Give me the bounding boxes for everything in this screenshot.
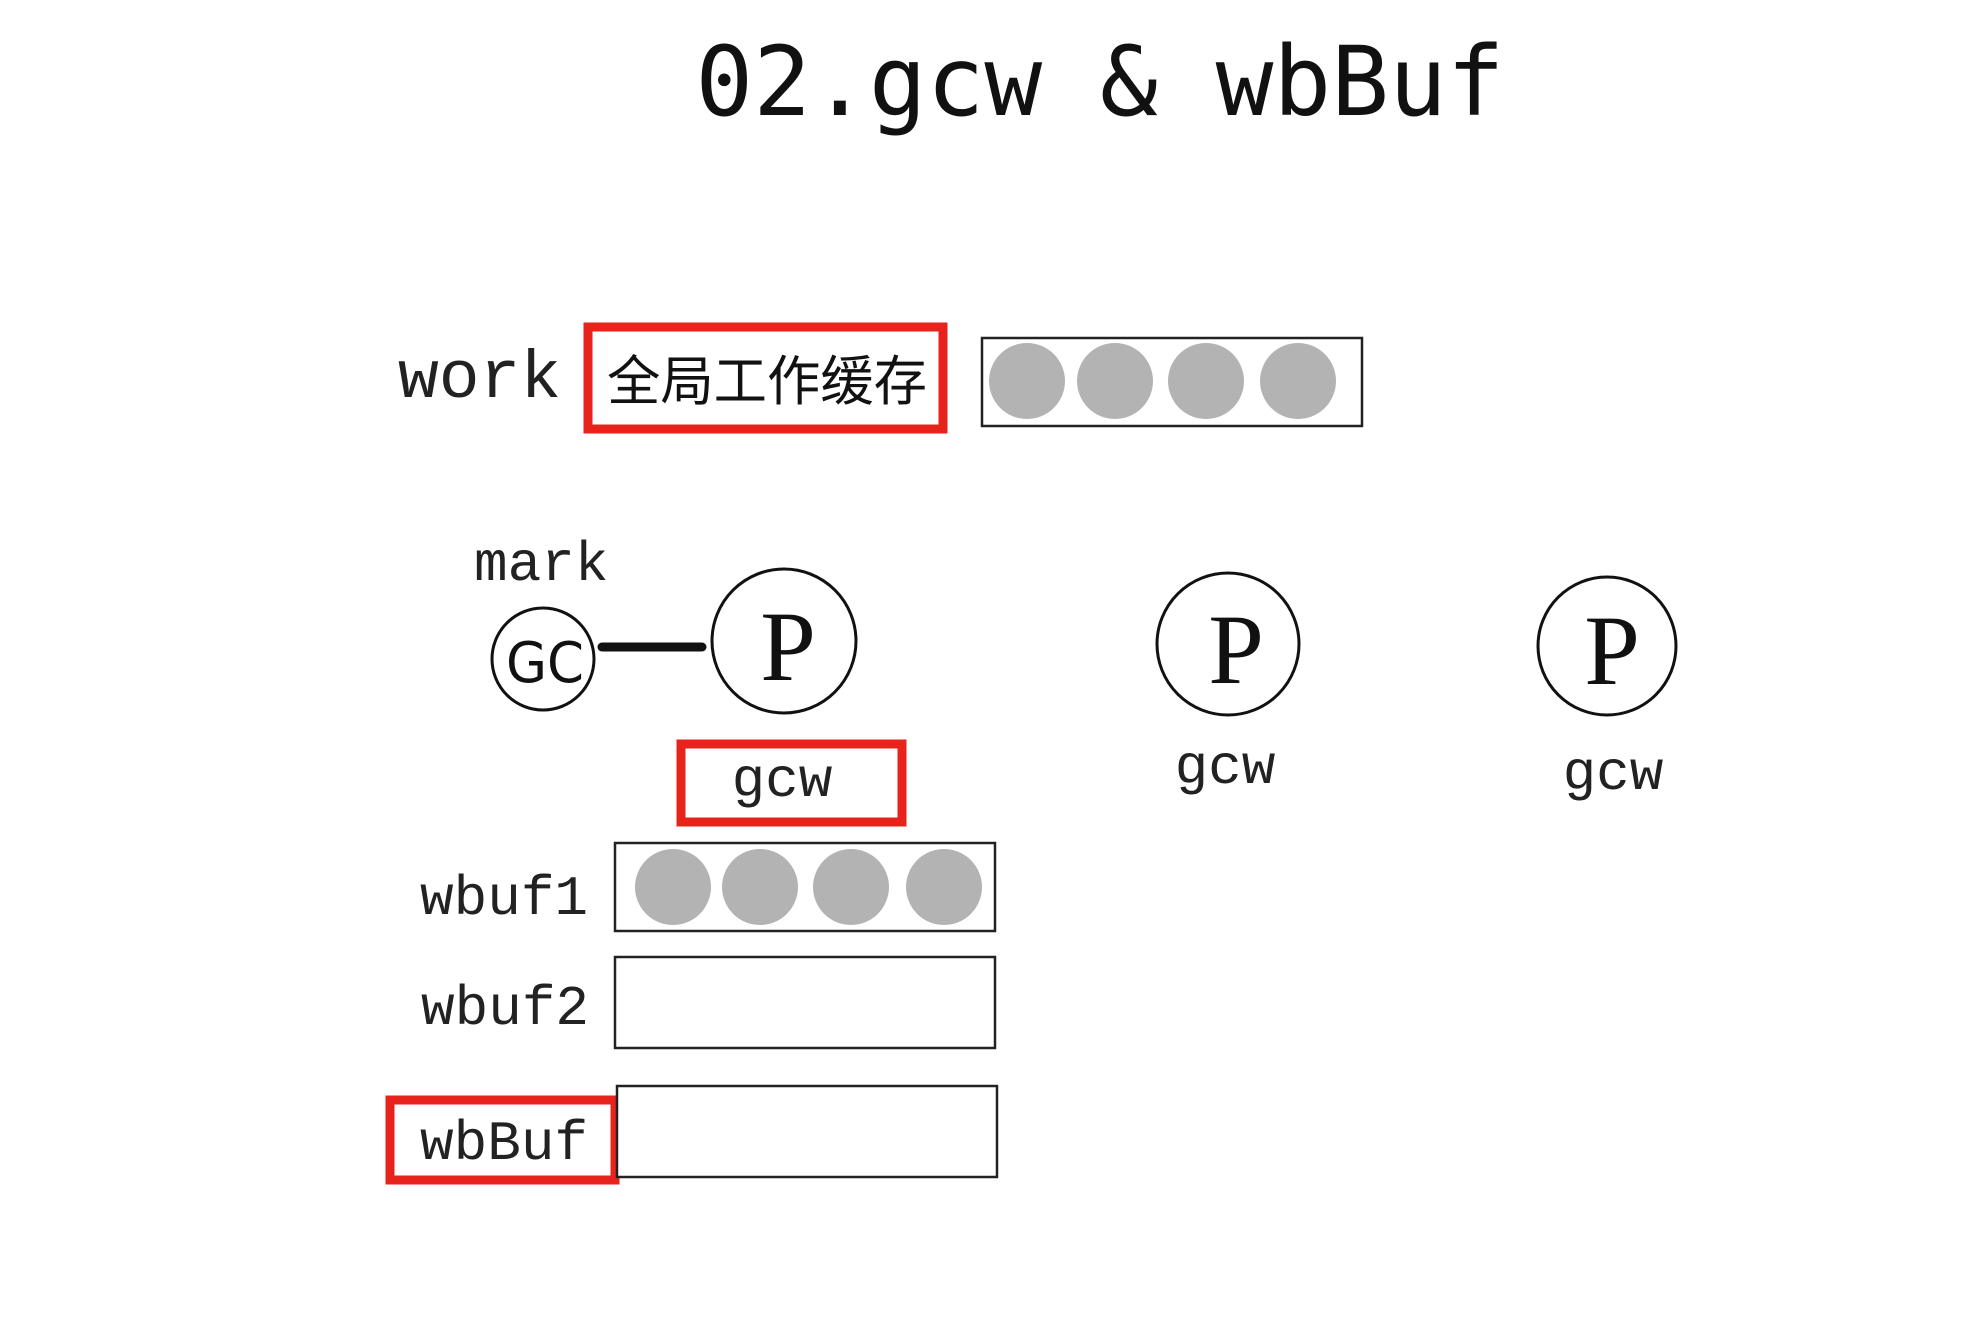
wbuf1-buffer-slot-1 [635, 849, 711, 925]
wbuf1-buffer [613, 841, 997, 933]
work-buffer-slot-2 [1077, 343, 1153, 419]
global-work-label: 全局工作缓存 [607, 350, 927, 413]
wbuf1-label: wbuf1 [420, 867, 588, 931]
p-node-3-circle [1536, 575, 1678, 717]
wbuf2-buffer [613, 955, 997, 1050]
wbuf1-buffer-slot-3 [813, 849, 889, 925]
gcw-1-label: gcw [732, 749, 833, 813]
wbuf1-buffer-slot-2 [722, 849, 798, 925]
mark-label: mark [474, 533, 608, 597]
work-label: work [398, 341, 561, 418]
p-node-2-label: P [1208, 594, 1264, 705]
wbbuf-box [615, 1084, 999, 1179]
work-buffer-slot-1 [989, 343, 1065, 419]
p-node-2-circle [1155, 571, 1301, 717]
wbuf2-label: wbuf2 [421, 977, 589, 1041]
diagram-title: 02.gcw & wbBuf [695, 26, 1504, 138]
work-buffer [980, 336, 1364, 428]
wbuf1-buffer-slot-4 [906, 849, 982, 925]
gc-node-label: GC [506, 631, 584, 696]
p-node-1-circle [710, 567, 858, 715]
work-buffer-slot-3 [1168, 343, 1244, 419]
work-buffer-slot-4 [1260, 343, 1336, 419]
wbbuf-buffer [615, 1084, 999, 1179]
wbbuf-highlight [385, 1095, 620, 1185]
p-node-3-label: P [1584, 595, 1640, 706]
gc-node-circle [490, 606, 596, 712]
gcw-2-label: gcw [1175, 736, 1276, 800]
global-work-highlight [583, 322, 948, 434]
p-node-1-label: P [760, 591, 816, 702]
gcw-3-label: gcw [1563, 742, 1664, 806]
wbbuf-label: wbBuf [420, 1112, 588, 1176]
wbuf2-box [613, 955, 997, 1050]
gcw-1-highlight [676, 739, 907, 827]
